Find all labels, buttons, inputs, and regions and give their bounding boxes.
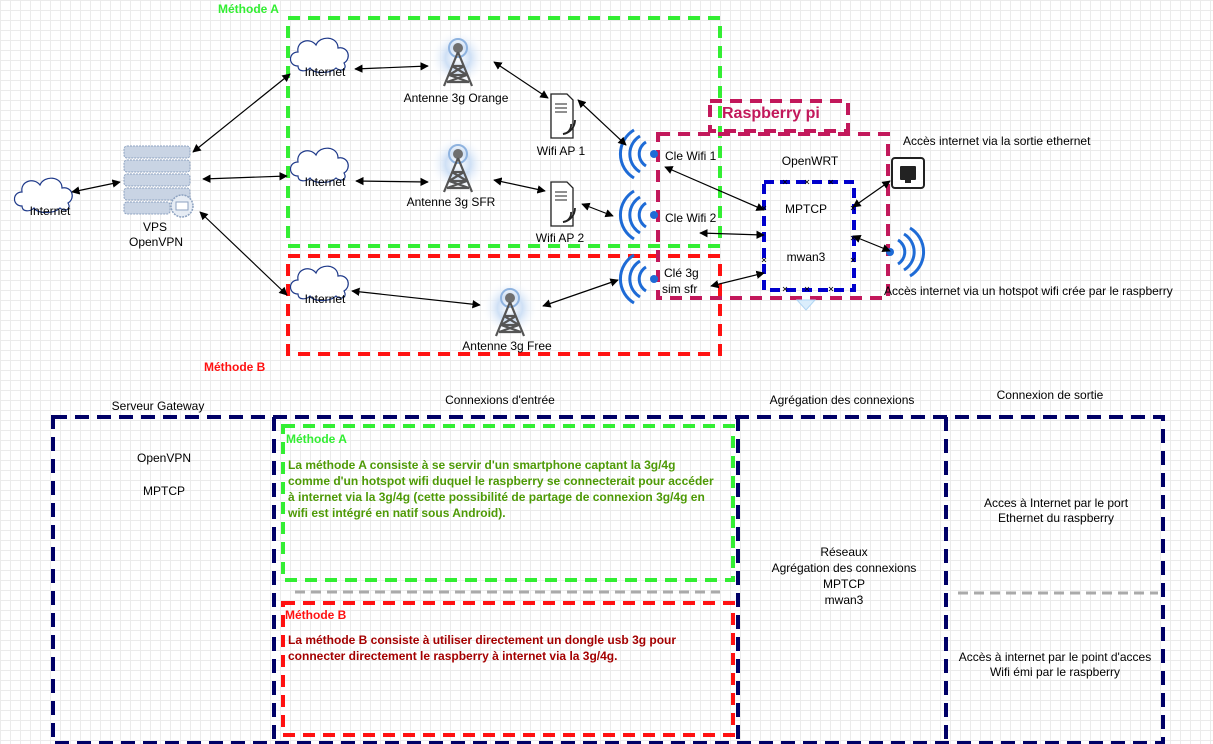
methode-b-desc-title: Méthode B [285,608,347,622]
raspberry-pi-title: Raspberry pi [722,105,820,122]
methode-b-frame [286,254,722,356]
antenne-orange-label: Antenne 3g Orange [403,91,509,105]
antenna-icon [428,28,488,88]
acces-ethernet-label: Accès internet via la sortie ethernet [903,134,1091,148]
cle-wifi2-label: Cle Wifi 2 [665,211,717,225]
methode-a-desc-frame [281,424,735,582]
wifi-ap-icon [550,181,576,227]
agg-mwan3: mwan3 [824,593,864,607]
cle-wifi1-label: Cle Wifi 1 [665,149,717,163]
agg-reseaux: Réseaux [820,545,868,559]
methode-a-description: La méthode A consiste à se servir d'un s… [288,458,714,520]
sortie-wifi: Accès à internet par le point d'acces Wi… [958,650,1152,679]
openvpn-label: OpenVPN [128,235,184,249]
mptcp-label: MPTCP [785,202,827,216]
agg-agregation: Agrégation des connexions [771,561,917,575]
antenne-sfr-label: Antenne 3g SFR [406,195,496,209]
internet-b-label: Internet [304,292,346,306]
methode-b-title: Méthode B [204,360,266,374]
mwan3-label: mwan3 [786,250,826,264]
openwrt-handles [761,179,856,292]
methode-a-desc-title: Méthode A [286,432,347,446]
wifi-ap2-label: Wifi AP 2 [535,231,585,245]
acces-hotspot-label: Accès internet via un hotspot wifi crée … [884,284,1173,298]
gateway-mptcp: MPTCP [143,484,185,498]
wifi-signal-icon [618,189,660,241]
raspberry-pointer [795,299,817,311]
methode-a-title: Méthode A [218,2,279,16]
openwrt-frame [762,180,856,292]
ethernet-port-icon [891,157,925,189]
raspberry-title-frame [708,99,850,133]
vps-server-icon [123,145,194,218]
internet-left-label: Internet [29,204,71,218]
gateway-openvpn: OpenVPN [136,451,192,465]
wifi-signal-icon [618,253,660,305]
methode-b-desc-frame [281,601,735,737]
col-entree-header: Connexions d'entrée [445,393,555,407]
internet-a1-label: Internet [304,65,346,79]
connections [71,61,891,309]
col-agregation-header: Agrégation des connexions [769,393,915,407]
vps-label: VPS [142,220,167,234]
wifi-hotspot-icon [884,226,926,278]
internet-a2-label: Internet [304,175,346,189]
col-gateway-header: Serveur Gateway [111,399,205,413]
antenne-free-label: Antenne 3g Free [462,339,552,353]
wifi-ap1-label: Wifi AP 1 [536,144,586,158]
agg-mptcp: MPTCP [823,577,865,591]
cle-3g-label-line1: Clé 3g [664,266,699,280]
antenna-icon [480,278,540,338]
bottom-outer-frame [51,415,1165,744]
methode-b-description: La méthode B consiste à utiliser directe… [288,633,677,663]
raspberry-frame [656,132,890,300]
wifi-signal-icon [618,128,660,180]
wifi-ap-icon [550,93,576,139]
col-sortie-header: Connexion de sortie [996,388,1104,402]
antenna-icon [428,134,488,194]
cle-3g-label-line2: sim sfr [662,282,698,296]
sortie-ethernet: Acces à Internet par le port Ethernet du… [983,496,1129,525]
openwrt-label: OpenWRT [781,154,839,168]
